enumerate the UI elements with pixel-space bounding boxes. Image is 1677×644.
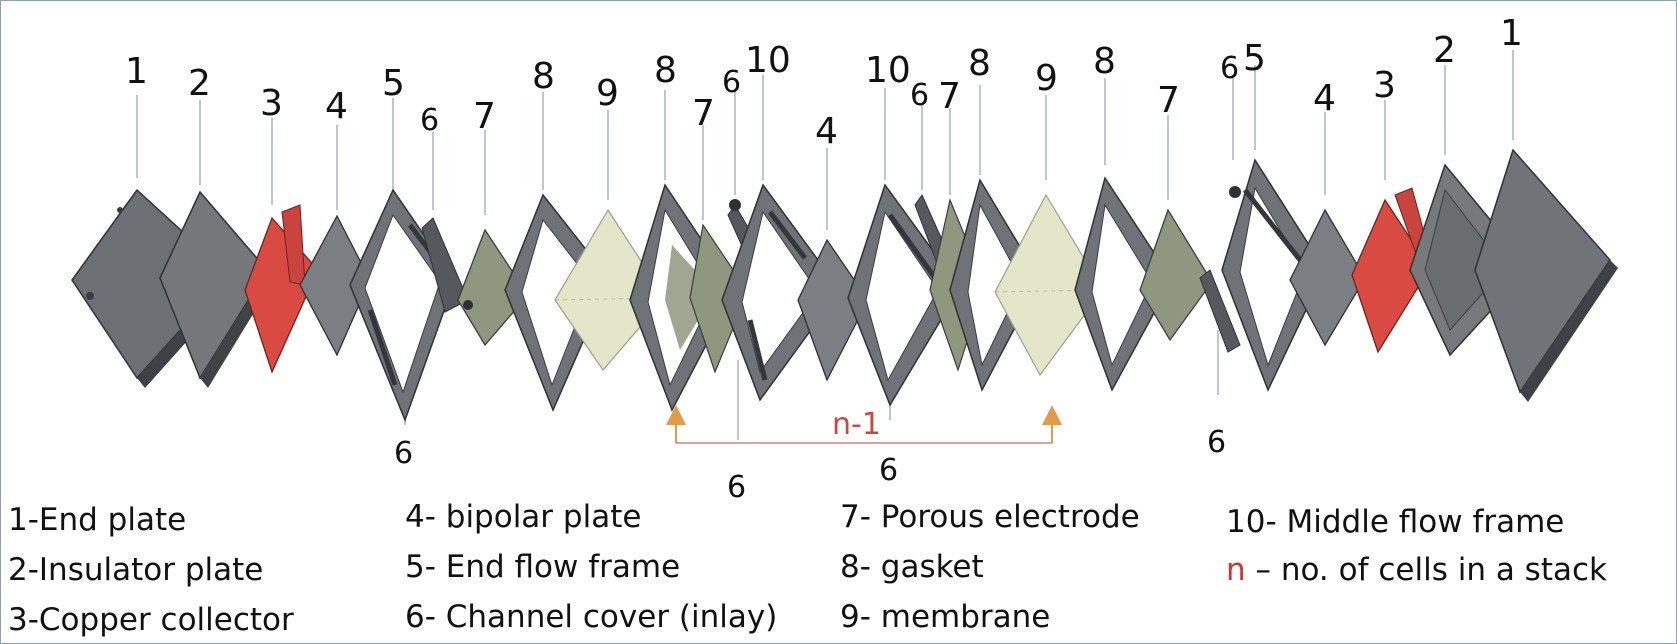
label-8: 8 — [532, 56, 555, 97]
label-2b: 2 — [1433, 30, 1456, 71]
legend-item-10: 10- Middle flow frame — [1226, 504, 1564, 540]
label-6b: 6 — [722, 65, 741, 100]
channel-cover-right — [1199, 186, 1241, 353]
label-4b: 4 — [815, 111, 838, 152]
legend-item-6: 6- Channel cover (inlay) — [405, 599, 777, 635]
label-9b: 9 — [1035, 58, 1058, 99]
label-10b: 10 — [865, 50, 911, 91]
legend-item-3: 3-Copper collector — [8, 602, 294, 638]
legend-item-8: 8- gasket — [840, 549, 984, 585]
label-7c: 7 — [938, 76, 961, 117]
label-1b: 1 — [1500, 13, 1523, 54]
gasket-3 — [949, 178, 1041, 392]
label-7b: 7 — [692, 93, 715, 134]
label-3: 3 — [260, 83, 283, 124]
legend-item-4: 4- bipolar plate — [405, 499, 641, 535]
label-8d: 8 — [1093, 41, 1116, 82]
middle-flow-frame-2 — [847, 183, 961, 407]
label-4: 4 — [325, 86, 348, 127]
label-9: 9 — [596, 73, 619, 114]
label-10: 10 — [745, 40, 791, 81]
label-6d: 6 — [1220, 51, 1239, 86]
label-8c: 8 — [968, 43, 991, 84]
legend-item-1: 1-End plate — [8, 502, 186, 538]
label-1: 1 — [125, 51, 148, 92]
label-3b: 3 — [1373, 65, 1396, 106]
bottom-labels: 6 6 6 6 — [394, 425, 1226, 505]
legend-item-5: 5- End flow frame — [405, 549, 680, 585]
leader-lines — [136, 50, 1514, 440]
label-5: 5 — [382, 63, 405, 104]
legend-n-symbol: n — [1226, 552, 1246, 588]
bottom-label-6c: 6 — [879, 453, 898, 488]
label-6: 6 — [420, 103, 439, 138]
bracket-label: n-1 — [832, 407, 881, 442]
gasket-4 — [1074, 176, 1173, 392]
label-5b: 5 — [1243, 38, 1266, 79]
middle-flow-frame-1 — [721, 183, 841, 402]
label-7: 7 — [473, 96, 496, 137]
legend-item-9: 9- membrane — [840, 599, 1050, 635]
label-8b: 8 — [654, 50, 677, 91]
end-plate-right — [1474, 148, 1618, 402]
legend-item-2: 2-Insulator plate — [8, 552, 263, 588]
label-6c: 6 — [910, 78, 929, 113]
bottom-label-6b: 6 — [727, 470, 746, 505]
legend-item-n: n – no. of cells in a stack — [1226, 552, 1607, 588]
end-flow-frame-left — [349, 188, 456, 423]
porous-electrode-4 — [1139, 208, 1213, 342]
label-7d: 7 — [1157, 80, 1180, 121]
top-labels: 1 2 3 4 5 6 7 8 9 8 7 6 10 10 4 6 7 8 9 … — [125, 13, 1523, 152]
channel-cover-left — [421, 217, 469, 313]
repeat-bracket: n-1 — [666, 405, 1062, 444]
legend: 1-End plate 2-Insulator plate 3-Copper c… — [8, 499, 1607, 638]
label-2: 2 — [188, 63, 211, 104]
legend-item-7: 7- Porous electrode — [840, 499, 1140, 535]
label-4c: 4 — [1313, 78, 1336, 119]
stack-components — [71, 148, 1618, 423]
bottom-label-6d: 6 — [1207, 425, 1226, 460]
legend-n-text: – no. of cells in a stack — [1246, 552, 1607, 588]
insulator-plate-right — [1409, 163, 1531, 357]
bipolar-plate-right — [1289, 208, 1366, 347]
bottom-label-6a: 6 — [394, 436, 413, 471]
end-flow-frame-right — [1221, 158, 1326, 392]
bipolar-plate-left — [299, 214, 371, 357]
copper-collector-left — [244, 204, 319, 374]
